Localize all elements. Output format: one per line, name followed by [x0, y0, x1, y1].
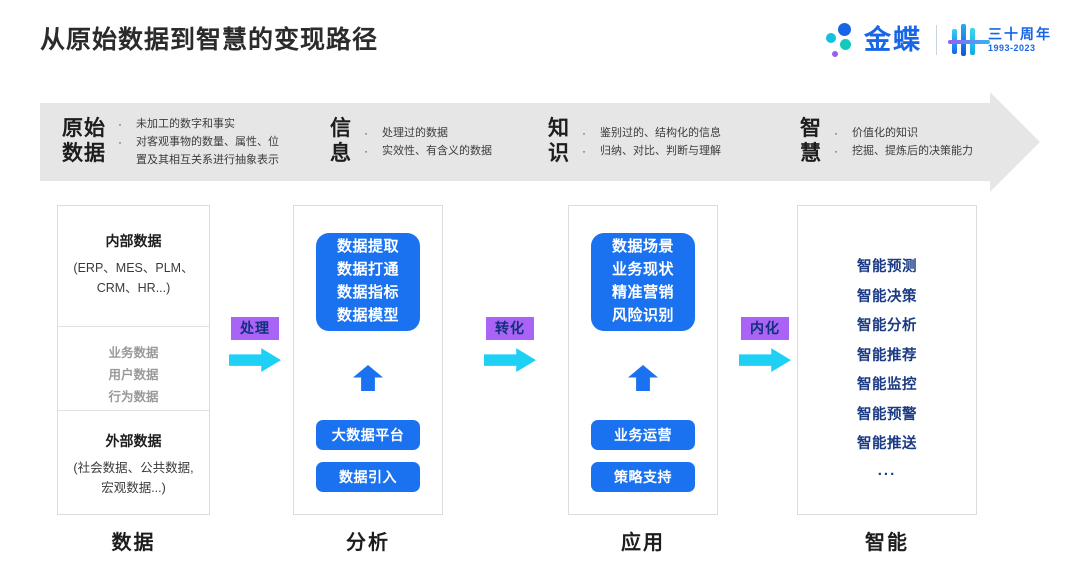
intelligence-list: 智能预测 智能决策 智能分析 智能推荐 智能监控 智能预警 智能推送 ...: [798, 206, 976, 479]
analysis-card-item: 数据模型: [336, 306, 399, 324]
anniversary-years: 1993-2023: [988, 42, 1036, 53]
banner-stages: 原始 数据 · 未加工的数字和事实 · 对客观事物的数量、属性、位 · 置及其相互关系…: [40, 92, 1040, 192]
intelligence-item: 智能分析: [857, 318, 917, 335]
column-data: 内部数据 (ERP、MES、PLM、 CRM、HR...) 业务数据 用户数据 …: [57, 205, 210, 515]
banner-stage-information: 信 息 · 处理过的数据 · 实效性、有含义的数据: [330, 103, 492, 181]
bottom-label-analysis: 分析: [346, 532, 390, 554]
application-pill-strategy[interactable]: 策略支持: [591, 462, 695, 492]
intelligence-item: 智能监控: [857, 377, 917, 394]
data-types-section: 业务数据 用户数据 行为数据: [58, 326, 209, 411]
connector-transformation: 转化: [477, 317, 543, 373]
intelligence-item: 智能预警: [857, 406, 917, 423]
analysis-pill-platform[interactable]: 大数据平台: [316, 420, 420, 450]
external-data-section: 外部数据 (社会数据、公共数据, 宏观数据...): [58, 411, 209, 514]
column-intelligence: 智能预测 智能决策 智能分析 智能推荐 智能监控 智能预警 智能推送 ...: [797, 205, 977, 515]
brand-logo: 金蝶 三十周年 1993-2023: [824, 18, 1052, 62]
banner-stage-knowledge: 知 识 · 鉴别过的、结构化的信息 · 归纳、对比、判断与理解: [548, 103, 721, 181]
stage-bullet-text: 鉴别过的、结构化的信息: [600, 126, 721, 139]
stage-bullet-text: 归纳、对比、判断与理解: [600, 145, 721, 157]
bullet-dot-icon: ·: [118, 116, 122, 131]
stage-bullets: · 价值化的知识 · 挖掘、提炼后的决策能力: [834, 124, 973, 160]
data-type-item: 用户数据: [108, 367, 159, 382]
bottom-label-data: 数据: [111, 532, 156, 554]
analysis-capability-card: 数据提取 数据打通 数据指标 数据模型: [316, 233, 420, 331]
brand-name: 金蝶: [864, 24, 922, 55]
bullet-dot-icon: ·: [118, 134, 122, 149]
intelligence-item: 智能推送: [857, 436, 917, 453]
stage-bullets: · 鉴别过的、结构化的信息 · 归纳、对比、判断与理解: [582, 124, 721, 160]
kingdee-dots-icon: [824, 21, 860, 59]
stage-bullet-text: 对客观事物的数量、属性、位: [136, 135, 279, 148]
application-card-item: 数据场景: [611, 238, 674, 256]
stage-name: 原始 数据: [62, 117, 106, 165]
intelligence-item: 智能预测: [857, 259, 917, 275]
banner-stage-wisdom: 智 慧 · 价值化的知识 · 挖掘、提炼后的决策能力: [800, 103, 973, 181]
stage-bullet-text: 未加工的数字和事实: [136, 117, 235, 130]
stage-name: 信 息: [330, 117, 352, 165]
right-arrow-icon: [484, 348, 536, 373]
connector-label: 内化: [741, 317, 789, 341]
stage-bullets: · 处理过的数据 · 实效性、有含义的数据: [364, 124, 492, 160]
intelligence-item: 智能决策: [857, 288, 917, 305]
analysis-card-item: 数据指标: [336, 284, 399, 301]
banner-arrow-shape: [40, 92, 1040, 192]
internal-data-subtitle-line1: (ERP、MES、PLM、: [73, 261, 194, 275]
external-data-subtitle-line2: 宏观数据...): [101, 481, 166, 495]
anniversary-mark-icon: [948, 23, 990, 57]
bullet-dot-icon: ·: [582, 144, 586, 158]
bullet-dot-icon: ·: [834, 144, 838, 158]
bullet-dot-icon: ·: [834, 125, 838, 140]
brand-divider: [936, 25, 937, 55]
stage-name: 知 识: [548, 117, 570, 165]
column-application: 数据场景 业务现状 精准营销 风险识别 业务运营 策略支持: [568, 205, 718, 515]
intelligence-item: 智能推荐: [857, 347, 917, 364]
stage-bullet-text: 处理过的数据: [382, 126, 448, 139]
right-arrow-icon: [739, 348, 791, 373]
stage-bullet-text: 挖掘、提炼后的决策能力: [852, 145, 973, 157]
up-arrow-icon: [628, 365, 658, 391]
stage-bullet-text: 价值化的知识: [852, 126, 918, 139]
data-type-item: 业务数据: [108, 346, 159, 360]
connector-label: 处理: [231, 317, 279, 341]
data-type-item: 行为数据: [108, 389, 159, 404]
page-title: 从原始数据到智慧的变现路径: [40, 26, 379, 54]
intelligence-ellipsis: ...: [877, 462, 897, 480]
analysis-card-item: 数据打通: [336, 261, 399, 279]
application-capability-card: 数据场景 业务现状 精准营销 风险识别: [591, 233, 695, 331]
application-card-item: 风险识别: [611, 306, 674, 324]
external-data-subtitle-line1: (社会数据、公共数据,: [73, 461, 194, 475]
bullet-dot-icon: ·: [364, 144, 368, 158]
bullet-dot-icon: ·: [582, 125, 586, 140]
application-card-item: 精准营销: [611, 284, 674, 301]
external-data-title: 外部数据: [105, 433, 162, 449]
bottom-label-intelligence: 智能: [865, 532, 909, 554]
connector-label: 转化: [486, 317, 534, 341]
bullet-dot-icon: ·: [364, 125, 368, 140]
analysis-pill-ingestion[interactable]: 数据引入: [316, 462, 420, 492]
column-analysis: 数据提取 数据打通 数据指标 数据模型 大数据平台 数据引入: [293, 205, 443, 515]
right-arrow-icon: [229, 348, 281, 373]
bottom-label-application: 应用: [621, 532, 665, 554]
stage-bullets: ·未加工的数字和事实 ·对客观事物的数量、属性、位 ·置及其相互关系进行抽象表示: [118, 115, 279, 169]
stage-bullet-text: 实效性、有含义的数据: [382, 145, 492, 157]
connector-internalization: 内化: [732, 317, 798, 373]
analysis-card-item: 数据提取: [336, 238, 399, 256]
application-pill-operations[interactable]: 业务运营: [591, 420, 695, 450]
internal-data-section: 内部数据 (ERP、MES、PLM、 CRM、HR...): [58, 206, 209, 326]
stage-name: 智 慧: [800, 117, 822, 165]
anniversary-badge: 三十周年 1993-2023: [948, 23, 1052, 57]
internal-data-subtitle-line2: CRM、HR...): [96, 281, 171, 295]
stage-bullet-text: 置及其相互关系进行抽象表示: [136, 154, 279, 167]
application-card-item: 业务现状: [611, 261, 674, 279]
banner-stage-raw-data: 原始 数据 ·未加工的数字和事实 ·对客观事物的数量、属性、位 ·置及其相互关系…: [62, 103, 279, 181]
up-arrow-icon: [353, 365, 383, 391]
anniversary-label: 三十周年: [988, 25, 1052, 42]
connector-processing: 处理: [222, 317, 288, 373]
dikw-arrow-banner: 原始 数据 · 未加工的数字和事实 · 对客观事物的数量、属性、位 · 置及其相互关系…: [40, 92, 1040, 192]
internal-data-title: 内部数据: [105, 233, 162, 249]
